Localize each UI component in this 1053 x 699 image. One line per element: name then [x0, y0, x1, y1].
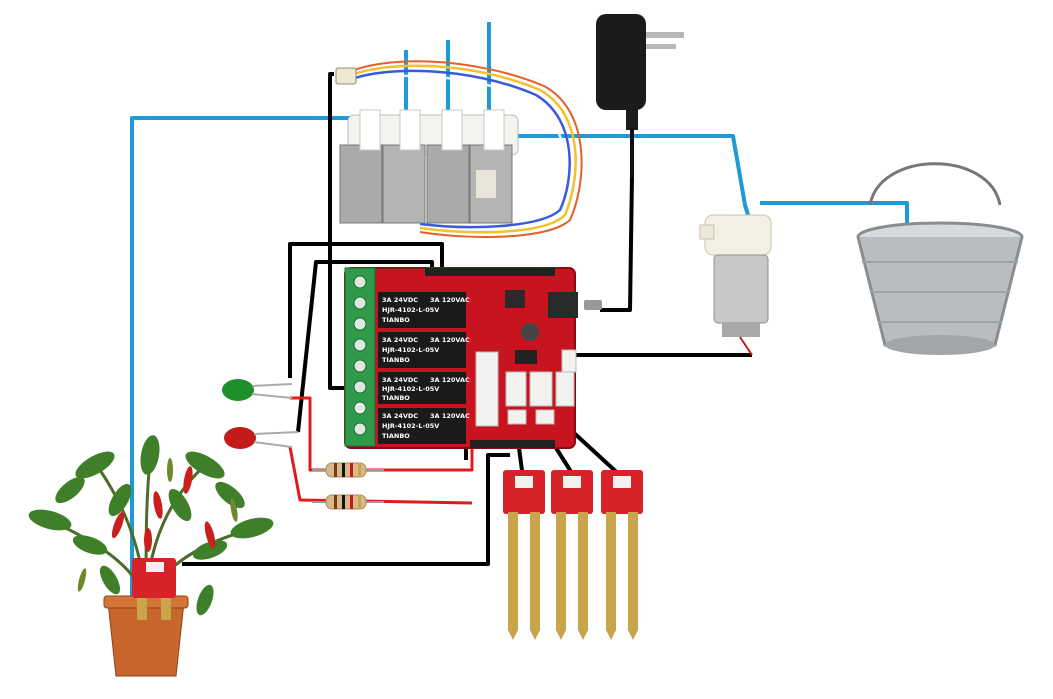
- red-wires: [288, 396, 474, 505]
- power-adapter-icon: [584, 14, 684, 310]
- wire-adapter-to-board: [600, 174, 634, 312]
- wire-red-1: [290, 396, 474, 472]
- solenoid-valve-icon: [339, 109, 513, 224]
- bucket-icon: [856, 162, 1024, 355]
- wire-green-led: [288, 242, 444, 378]
- resistor-2: [312, 494, 384, 510]
- resistor-1: [312, 462, 384, 478]
- relay-4-brand: TIANBO: [382, 432, 410, 440]
- relay-2-rating-2: 3A 24VDC: [382, 336, 418, 344]
- led-icon: [222, 379, 299, 449]
- tube-to-plant: [130, 116, 360, 600]
- relay-4: 3A 24VDC HJR-4102-L-05V TIANBO 3A 120VAC: [378, 408, 470, 444]
- relay-2-brand: TIANBO: [382, 356, 410, 364]
- relay-1: 3A 24VDC HJR-4102-L-05V TIANBO 3A 120VAC: [378, 292, 470, 328]
- moisture-sensor-3: [601, 470, 643, 640]
- resistor-icon: [312, 462, 384, 510]
- tube-manifold-to-pump: [512, 134, 750, 216]
- wire-red-2: [288, 446, 473, 505]
- relay-2-rating-1: 3A 120VAC: [430, 336, 470, 344]
- relay-2: 3A 24VDC HJR-4102-L-05V TIANBO 3A 120VAC: [378, 332, 470, 368]
- relay-3: 3A 24VDC HJR-4102-L-05V TIANBO 3A 120VAC: [378, 372, 470, 404]
- relay-1-brand: TIANBO: [382, 316, 410, 324]
- relay-3-rating-2: 3A 24VDC: [382, 376, 418, 384]
- moisture-sensor-2: [551, 470, 593, 640]
- relay-4-model: HJR-4102-L-05V: [382, 422, 439, 430]
- water-pump-icon: [699, 214, 772, 356]
- relay-3-model: HJR-4102-L-05V: [382, 385, 439, 393]
- water-tubes: [130, 22, 909, 600]
- wire-plant-sensor: [182, 453, 510, 566]
- moisture-sensor-icon: [503, 470, 643, 640]
- moisture-sensor-1: [503, 470, 545, 640]
- solenoid-valve-block: [335, 60, 583, 238]
- relay-4-rating-2: 3A 24VDC: [382, 412, 418, 420]
- plant-icon: [28, 435, 274, 677]
- relay-4-rating-1: 3A 120VAC: [430, 412, 470, 420]
- relay-3-rating-1: 3A 120VAC: [430, 376, 470, 384]
- relay-1-rating-2: 3A 24VDC: [382, 296, 418, 304]
- led-green: [222, 379, 293, 401]
- wire-red-led: [296, 260, 434, 433]
- relay-1-model: HJR-4102-L-05V: [382, 306, 439, 314]
- relay-shield-icon: 3A 24VDC HJR-4102-L-05V TIANBO 3A 120VAC…: [344, 267, 578, 449]
- relay-1-rating-1: 3A 120VAC: [430, 296, 470, 304]
- plant-moisture-sensor: [132, 558, 176, 620]
- relay-3-brand: TIANBO: [382, 394, 410, 402]
- relay-2-model: HJR-4102-L-05V: [382, 346, 439, 354]
- led-red: [224, 427, 299, 449]
